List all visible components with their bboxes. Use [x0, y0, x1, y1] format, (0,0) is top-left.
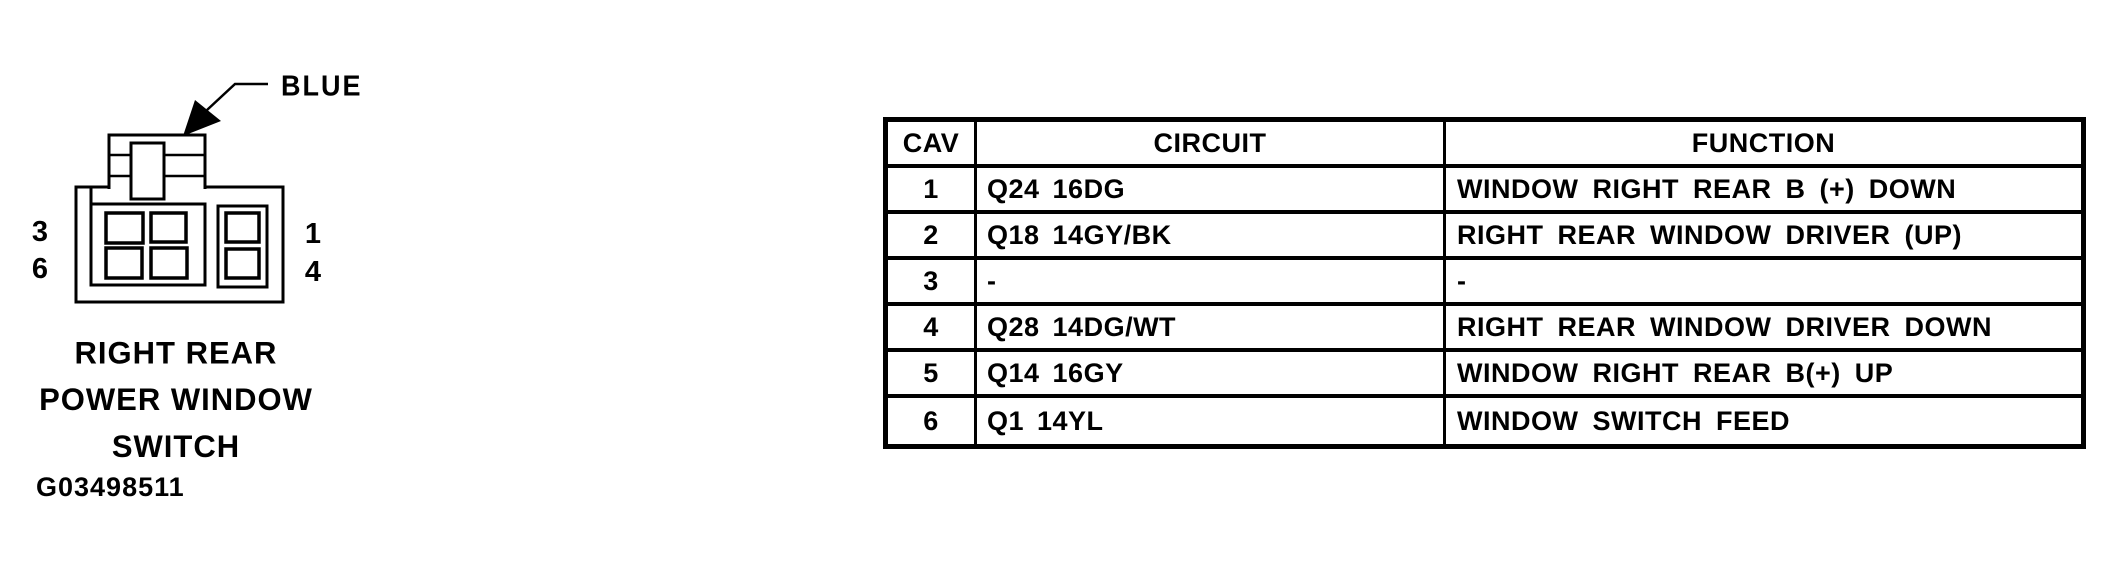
circuit-cell: Q1 14YL — [977, 398, 1446, 444]
cav-cell: 4 — [888, 306, 977, 352]
pin-label-1: 1 — [304, 218, 322, 250]
connector-caption: RIGHT REAR POWER WINDOW SWITCH — [20, 330, 332, 471]
cav-cell: 1 — [888, 168, 977, 214]
function-cell: WINDOW RIGHT REAR B (+) DOWN — [1446, 168, 2081, 214]
circuit-cell: Q24 16DG — [977, 168, 1446, 214]
connector-figure: BLUE 3 6 1 4 RIGHT REAR POWER WINDOW SWI… — [0, 0, 420, 574]
circuit-cell: - — [977, 260, 1446, 306]
circuit-cell: Q28 14DG/WT — [977, 306, 1446, 352]
function-cell: RIGHT REAR WINDOW DRIVER DOWN — [1446, 306, 2081, 352]
latch-button — [129, 141, 166, 201]
pinout-table: CAV CIRCUIT FUNCTION 1 Q24 16DG WINDOW R… — [883, 117, 2086, 449]
blue-label-leader-line — [206, 82, 268, 111]
function-cell: WINDOW RIGHT REAR B(+) UP — [1446, 352, 2081, 398]
caption-line-2: POWER WINDOW — [39, 381, 313, 418]
circuit-cell: Q14 16GY — [977, 352, 1446, 398]
right-cavity-block — [216, 204, 269, 289]
function-cell: RIGHT REAR WINDOW DRIVER (UP) — [1446, 214, 2081, 260]
circuit-cell: Q18 14GY/BK — [977, 214, 1446, 260]
pin-label-6: 6 — [31, 253, 49, 285]
connector-diagram — [74, 82, 285, 304]
function-cell: WINDOW SWITCH FEED — [1457, 405, 1790, 436]
cav-cell: 5 — [888, 352, 977, 398]
connector-color-label: BLUE — [281, 70, 363, 102]
col-header-circuit: CIRCUIT — [977, 122, 1446, 168]
caption-line-3: SWITCH — [111, 428, 241, 465]
blue-label-arrow-icon — [183, 100, 221, 136]
col-header-function: FUNCTION — [1446, 122, 2081, 168]
cav-cell: 3 — [888, 260, 977, 306]
caption-line-1: RIGHT REAR — [74, 334, 278, 371]
left-cavity-block — [89, 202, 207, 287]
col-header-cav: CAV — [888, 122, 977, 168]
pin-label-3: 3 — [31, 216, 49, 248]
cav-cell: 2 — [888, 214, 977, 260]
pin-label-4: 4 — [304, 256, 322, 288]
function-cell: - — [1446, 260, 2081, 306]
cav-cell: 6 — [888, 398, 977, 444]
figure-id: G03498511 — [36, 472, 185, 502]
